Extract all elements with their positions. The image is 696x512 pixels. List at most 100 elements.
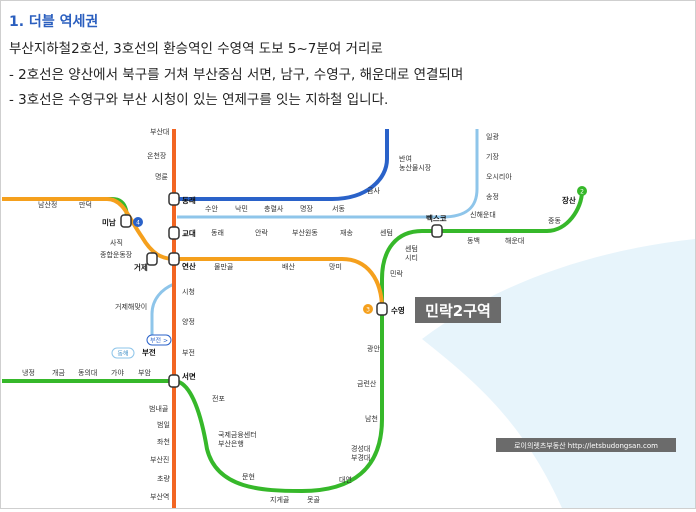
subway-map: 2 3 4 부산대 온천장 명륜 동래 교대 연산 시청 양정 부전 서면 범내… (2, 119, 695, 508)
label-munhyeon: 문현 (242, 473, 255, 481)
label-sicheong: 시청 (182, 288, 195, 296)
label-dongeui: 동의대 (78, 368, 97, 377)
label-centum-city: 센텀 (405, 244, 418, 253)
label-namsanjeong: 남산정 (38, 200, 57, 209)
station-gyodae-marker (168, 226, 180, 240)
label-gaya: 가야 (111, 368, 124, 377)
station-minam-marker (120, 214, 132, 228)
label-namcheon: 남천 (365, 414, 378, 423)
label-jungdong: 중동 (548, 217, 561, 225)
subway-map-svg: 2 3 4 부산대 온천장 명륜 동래 교대 연산 시청 양정 부전 서면 범내… (2, 127, 695, 508)
label-centum-city-2: 시티 (405, 253, 418, 262)
label-bifc: 국제금융센터 (218, 430, 257, 439)
label-minrak: 민락 (390, 269, 403, 278)
label-anrak: 안락 (255, 228, 268, 237)
label-bujeon: 부전 (182, 348, 195, 357)
label-geumnyeonsan: 금련산 (357, 379, 377, 388)
station-dongnae-marker (168, 192, 180, 206)
label-beomil: 범일 (157, 420, 170, 429)
label-choryang: 초량 (157, 475, 170, 483)
label-busanwondong: 부산원동 (292, 228, 318, 237)
watermark-box (496, 438, 676, 452)
label-beksko: 벡스코 (426, 213, 447, 223)
label-gijang: 기장 (486, 152, 499, 161)
label-oncheonjang: 온천장 (147, 151, 167, 160)
station-yeonsan-marker (168, 252, 180, 266)
label-osiria: 오시리아 (486, 172, 512, 181)
label-beomnaegol: 범내골 (149, 404, 169, 413)
label-songjeong: 송정 (486, 192, 499, 201)
label-gwangan: 광안 (367, 344, 380, 353)
label-ilgwang: 일광 (486, 132, 499, 141)
label-minam: 미남 (102, 217, 116, 227)
label-daeyeon: 대연 (339, 476, 352, 484)
donghae-line-branch (150, 282, 175, 338)
donghae-line (177, 129, 479, 219)
body-line-1: 부산지하철2호선, 3호선의 환승역인 수영역 도보 5~7분여 거리로 (9, 41, 383, 57)
label-jwacheon: 좌천 (157, 437, 170, 446)
line-2-badge-text: 2 (580, 189, 584, 196)
label-nakmin: 낙민 (235, 204, 248, 213)
label-dongnae: 동래 (182, 195, 196, 205)
station-geoje-marker (146, 252, 158, 266)
label-mangmi: 망미 (329, 262, 342, 271)
label-geoje-haeyang: 거제해맞이 (115, 302, 147, 311)
label-mandeok: 만덕 (79, 200, 92, 209)
label-motgol: 못골 (307, 496, 320, 504)
label-buam: 부암 (138, 369, 151, 377)
line-3-badge-text: 3 (366, 307, 370, 314)
station-seomyeon-marker (168, 374, 180, 388)
label-sports: 종합운동장 (100, 250, 133, 259)
section-heading: 1. 더블 역세권 (9, 14, 99, 30)
bujeon-tag-text: 부전 > (150, 337, 168, 345)
line-3-badge (363, 304, 373, 314)
label-gaegeum: 개금 (52, 368, 65, 377)
label-myeongnyun: 명륜 (155, 172, 168, 181)
label-yangjeong: 양정 (182, 317, 195, 326)
body-line-3: - 3호선은 수영구와 부산 시청이 있는 연제구를 잇는 지하철 입니다. (9, 92, 389, 108)
label-naengjeong: 냉정 (22, 368, 35, 377)
label-kyungsung: 경성대 (351, 444, 370, 453)
label-jangsan: 장산 (562, 195, 576, 205)
highlight-badge (415, 297, 501, 323)
label-busanjin: 부산진 (150, 455, 169, 464)
label-jaesong: 재송 (340, 229, 353, 237)
label-banyeo-market: 농산물시장 (399, 163, 432, 172)
line-2-north (2, 197, 129, 220)
line-4 (174, 129, 389, 201)
label-banyeo: 반여 (399, 154, 412, 163)
bujeon-dh-tag (111, 347, 135, 359)
label-jeonpo: 전포 (212, 394, 225, 403)
label-sinhaeundae: 신해운대 (470, 210, 496, 219)
label-haeundae: 해운대 (505, 236, 524, 245)
label-chungnyeolsa: 충렬사 (264, 204, 284, 213)
label-sajik: 사직 (110, 238, 123, 247)
label-donghae-dongnae: 동래 (211, 228, 224, 237)
label-seodong: 서동 (332, 204, 345, 213)
line-4-badge-text: 4 (136, 220, 140, 227)
label-dongbaek: 동백 (467, 236, 480, 245)
line-3 (2, 197, 384, 310)
label-jigegol: 지게골 (270, 495, 290, 504)
bujeon-dh-tag-text: 동해 (117, 350, 128, 358)
station-suyeong-marker (376, 302, 388, 316)
label-geumsa: 금사 (367, 186, 380, 195)
line-4-badge (133, 217, 143, 227)
label-baesan: 배산 (282, 262, 295, 271)
label-kyungsung-2: 부경대 (351, 453, 370, 462)
label-busanyeok: 부산역 (150, 492, 169, 501)
label-seomyeon: 서면 (182, 371, 196, 381)
watermark-text: 로이의렛츠부동산 http://letsbudongsan.com (514, 441, 658, 450)
label-yeonsan: 연산 (182, 261, 196, 271)
label-suyeong: 수영 (391, 305, 405, 315)
highlight-area (422, 239, 695, 508)
highlight-label: 민락2구역 (425, 302, 491, 320)
label-mulmangol: 물만골 (214, 262, 234, 271)
label-busandae: 부산대 (150, 127, 169, 136)
label-bifc-2: 부산은행 (218, 439, 244, 448)
line-2-badge (577, 186, 587, 196)
label-suan: 수안 (205, 204, 218, 213)
label-geoje: 거제 (134, 262, 148, 272)
body-line-2: - 2호선은 양산에서 북구를 거쳐 부산중심 서면, 남구, 수영구, 해운대… (9, 67, 464, 83)
